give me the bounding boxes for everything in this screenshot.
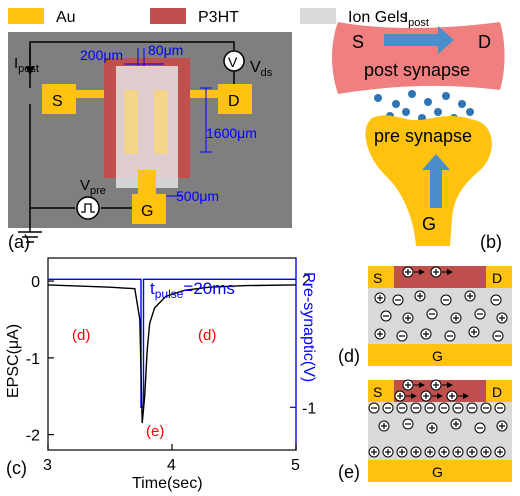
legend: Au P3HT Ion Gels [8,8,408,26]
source-electrode [42,84,76,114]
dim-500um: 500μm [176,188,219,204]
source-electrode [368,380,394,402]
ipost-label: Ipost [14,55,39,75]
marker-d-left: (d) [72,327,90,344]
pulse-source-icon [76,196,100,220]
ion-group [374,266,508,342]
post-synapse-label: post synapse [364,60,470,80]
gate-electrode [132,194,166,224]
legend-swatch-p3ht [150,8,186,24]
svg-text:V: V [228,54,238,70]
label-s: S [52,93,63,110]
ground-icon [18,231,42,243]
y-axis-label-right: Pre-synaptic(V) [300,272,317,382]
right-tick-label: 2 [302,272,311,289]
ion-group [368,379,508,458]
y-tick-label: -2 [26,428,40,445]
post-synapse [332,22,505,94]
y-axis-label-left: EPSC(μA) [5,324,22,398]
legend-swatch-au [8,8,44,24]
label-g: G [422,214,436,234]
ipost-label: Ipost [404,9,429,29]
gate-finger [138,170,156,198]
label-g: G [432,348,443,364]
panel-label-e: (e) [338,462,360,482]
drain-electrode [486,380,512,402]
panel-label-d: (d) [338,346,360,366]
label-d: D [492,270,502,286]
x-tick-label: 4 [167,457,176,474]
voltmeter-icon: V [223,50,245,72]
source-channel-finger [124,90,138,154]
dim-1600um: 1600μm [206,125,257,141]
gel-region [368,288,512,352]
label-d: D [492,384,502,400]
panel-label-a: (a) [8,232,30,252]
panel-e: S D G (e) [338,379,512,482]
label-s: S [373,384,382,400]
epsc-chart: 3 4 5 0 -1 -2 2 -1 tpulse=20ms (d) (d) (e) EPSC… [5,257,317,492]
legend-label-au: Au [56,9,76,26]
right-tick-label: -1 [302,400,316,417]
legend-label-p3ht: P3HT [198,9,239,26]
panel-a: V Vds Ipost S D G Vpre 200μm 80μm [8,32,292,252]
vpre-label: Vpre [80,177,106,197]
panel-d: S D G (d) [338,266,512,366]
label-g: G [141,203,153,220]
source-electrode [368,266,394,288]
marker-d-right: (d) [198,327,216,344]
panel-label-b: (b) [480,232,502,252]
panel-label-c: (c) [6,458,27,478]
gate-electrode [368,344,512,366]
legend-label-iongels: Ion Gels [348,9,408,26]
drain-channel-finger [154,90,168,154]
label-d: D [478,32,491,52]
legend-swatch-iongels [300,8,336,24]
y-tick-label: -1 [26,351,40,368]
y-tick-label: 0 [31,274,40,291]
gate-electrode [368,460,512,482]
pre-synapse [365,115,492,246]
drain-electrode [486,266,512,288]
panel-b: S D Ipost post synapse pre synapse G (b) [332,9,505,252]
vds-label: Vds [250,59,273,79]
drain-electrode [218,84,252,114]
ipost-arrow [384,26,454,54]
x-tick-label: 3 [43,457,52,474]
pre-synapse-label: pre synapse [374,126,472,146]
dim-80um: 80μm [148,42,183,58]
label-g: G [432,464,443,480]
label-s: S [373,270,382,286]
label-s: S [352,32,364,52]
x-tick-label: 5 [291,457,300,474]
marker-e: (e) [146,423,164,440]
dim-200um: 200μm [80,47,123,63]
label-d: D [228,93,240,110]
pre-arrow [422,154,450,208]
annotation-tpulse: tpulse=20ms [150,279,235,301]
epsc-series-line [47,284,297,424]
x-axis-label: Time(sec) [132,475,203,492]
